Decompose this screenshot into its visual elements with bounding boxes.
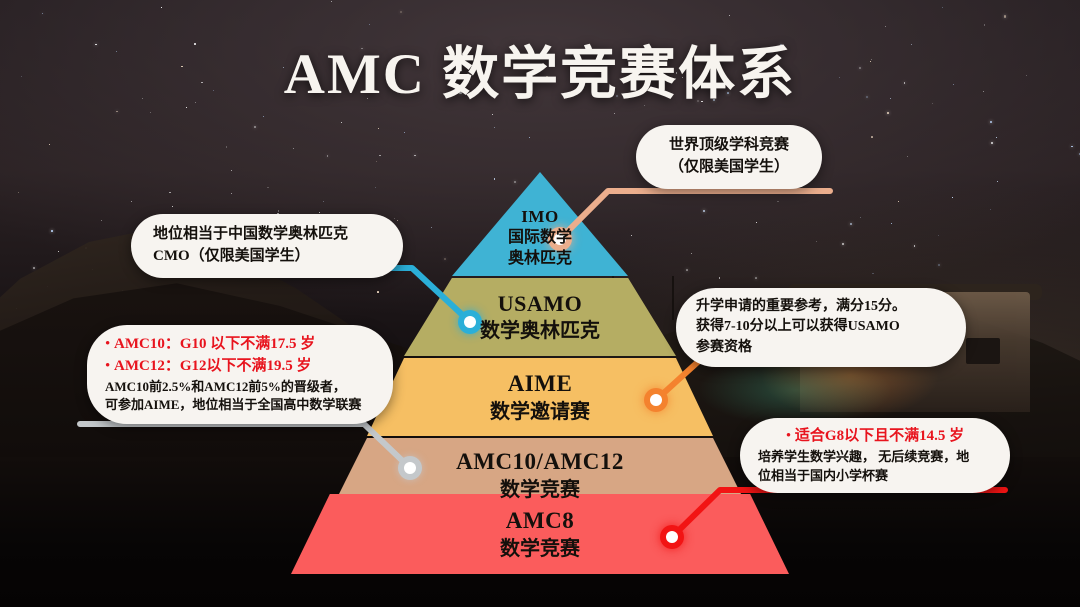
callout-imo-line1: 世界顶级学科竞赛 <box>668 137 789 153</box>
callout-amc1012[interactable]: • AMC10：G10 以下不满17.5 岁 • AMC12：G12以下不满19… <box>87 325 393 425</box>
bullet-icon: • <box>105 336 111 352</box>
callout-usamo-line2: CMO（仅限美国学生） <box>153 247 310 264</box>
connector-dot-core-aime <box>650 394 662 406</box>
tier-label-imo-en: IMO <box>521 206 559 226</box>
tier-shape-usamo <box>404 278 676 356</box>
connector-dot-core-imo <box>554 233 566 245</box>
callout-usamo[interactable]: 地位相当于中国数学奥林匹克 CMO（仅限美国学生） <box>131 214 403 278</box>
connector-dot-core-usamo <box>464 316 476 328</box>
tier-label-aime-cn1: 数学邀请赛 <box>490 400 590 423</box>
tier-label-amc8-cn1: 数学竞赛 <box>500 537 580 560</box>
connector-dot-core-amc1012 <box>404 462 416 474</box>
callout-imo[interactable]: 世界顶级学科竞赛 （仅限美国学生） <box>636 125 822 189</box>
page-title: AMC 数学竞赛体系 <box>283 43 797 106</box>
callout-amc1012-bullet1: AMC10：G10 以下不满17.5 岁 <box>114 336 316 352</box>
bullet-icon: • <box>105 357 111 374</box>
connector-dot-core-amc8 <box>666 531 678 543</box>
tier-label-usamo-cn1: 数学奥林匹克 <box>480 320 600 342</box>
callout-amc8-bullet1: 适合G8以下且不满14.5 岁 <box>794 428 965 444</box>
callout-aime[interactable]: 升学申请的重要参考，满分15分。 获得7-10分以上可以获得USAMO 参赛资格 <box>676 288 966 367</box>
tier-label-amc1012-cn1: 数学竞赛 <box>500 478 580 501</box>
pyramid-tier-imo[interactable]: IMO 国际数学 奥林匹克 <box>452 172 628 276</box>
tier-label-usamo-en: USAMO <box>497 291 583 316</box>
callout-aime-line2: 获得7-10分以上可以获得USAMO <box>696 319 900 335</box>
callout-amc8-body1: 培养学生数学兴趣， 无后续竞赛，地 <box>758 448 970 464</box>
callout-amc1012-bullet2: AMC12：G12以下不满19.5 岁 <box>114 357 312 374</box>
callout-amc8-body2: 位相当于国内小学杯赛 <box>758 467 889 483</box>
callout-usamo-line1: 地位相当于中国数学奥林匹克 <box>153 226 349 242</box>
pyramid-tier-usamo[interactable]: USAMO 数学奥林匹克 <box>404 278 676 356</box>
callout-amc1012-body2: 可参加AIME，地位相当于全国高中数学联赛 <box>105 397 362 413</box>
callout-amc1012-body1: AMC10前2.5%和AMC12前5%的晋级者， <box>105 378 346 394</box>
callout-imo-line2: （仅限美国学生） <box>668 158 789 175</box>
tier-label-amc8-en: AMC8 <box>505 507 575 533</box>
tier-label-amc1012-en: AMC10/AMC12 <box>456 448 624 474</box>
house-window <box>966 338 1000 364</box>
callout-aime-line3: 参赛资格 <box>696 339 752 355</box>
tier-label-imo-cn1: 国际数学 <box>507 228 572 246</box>
callout-amc8[interactable]: • 适合G8以下且不满14.5 岁 培养学生数学兴趣， 无后续竞赛，地 位相当于… <box>740 418 1010 494</box>
tier-label-imo-cn2: 奥林匹克 <box>507 249 572 267</box>
bullet-icon: • <box>785 428 792 444</box>
tier-label-aime-en: AIME <box>507 370 573 396</box>
callout-aime-line1: 升学申请的重要参考，满分15分。 <box>696 299 906 314</box>
antenna-pole-secondary <box>672 276 674 320</box>
